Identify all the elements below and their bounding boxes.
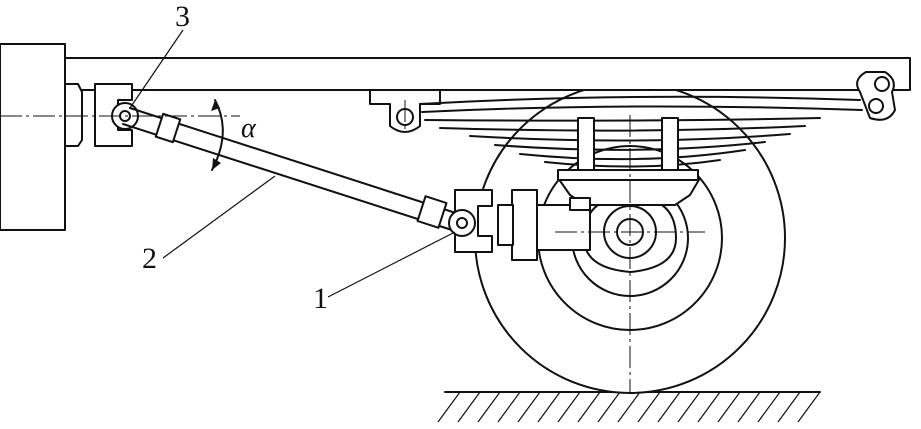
leaf-1: [421, 105, 863, 113]
label-1: 1: [313, 282, 328, 315]
angle-indicator: α: [211, 99, 257, 171]
frame-bracket: [94, 83, 139, 147]
center-lines: [0, 100, 705, 392]
ground: [437, 391, 821, 423]
body-block: [0, 43, 66, 231]
angle-alpha-label: α: [241, 113, 257, 144]
joint-1-eye: [448, 209, 476, 237]
leaf-top: [419, 95, 861, 105]
label-3: 3: [175, 0, 190, 33]
shackle-pin-upper: [874, 76, 890, 92]
ground-hatching: [437, 391, 821, 423]
frame: [0, 43, 911, 231]
spring-seat: [557, 177, 701, 206]
leader-3: [129, 29, 184, 109]
callouts: 3 2 1: [129, 0, 456, 315]
shackle-pin-lower: [868, 98, 884, 114]
leaf-4: [469, 133, 791, 142]
axle-bracket: [448, 189, 493, 253]
push-rod: [122, 107, 463, 232]
seat-bracket: [569, 197, 591, 211]
rod-collar-left: [154, 112, 182, 144]
angle-arrow-top: [211, 100, 220, 111]
axle-housing: [497, 177, 701, 261]
rod-edge-top: [129, 107, 463, 216]
leaf-2: [424, 117, 821, 122]
u-bolt-plate: [557, 169, 699, 181]
axle-tube: [534, 204, 591, 251]
axle-flange-neck: [497, 204, 514, 246]
rod-edge-bottom: [122, 123, 456, 232]
axle-flange: [511, 189, 538, 261]
frame-rail: [64, 57, 911, 91]
joint-1-pin: [456, 217, 468, 229]
rear-shackle: [856, 71, 896, 121]
label-2: 2: [142, 242, 157, 275]
leaf-6: [519, 149, 746, 161]
body-flange: [64, 83, 83, 147]
leaf-3: [439, 125, 806, 132]
leaf-spring: [419, 95, 863, 181]
rod-collar-right: [416, 195, 448, 229]
leader-2: [162, 175, 276, 259]
leaf-7: [544, 159, 721, 168]
angle-arrow-bottom: [212, 158, 221, 170]
leader-1: [327, 231, 456, 298]
leaf-5: [494, 141, 766, 151]
